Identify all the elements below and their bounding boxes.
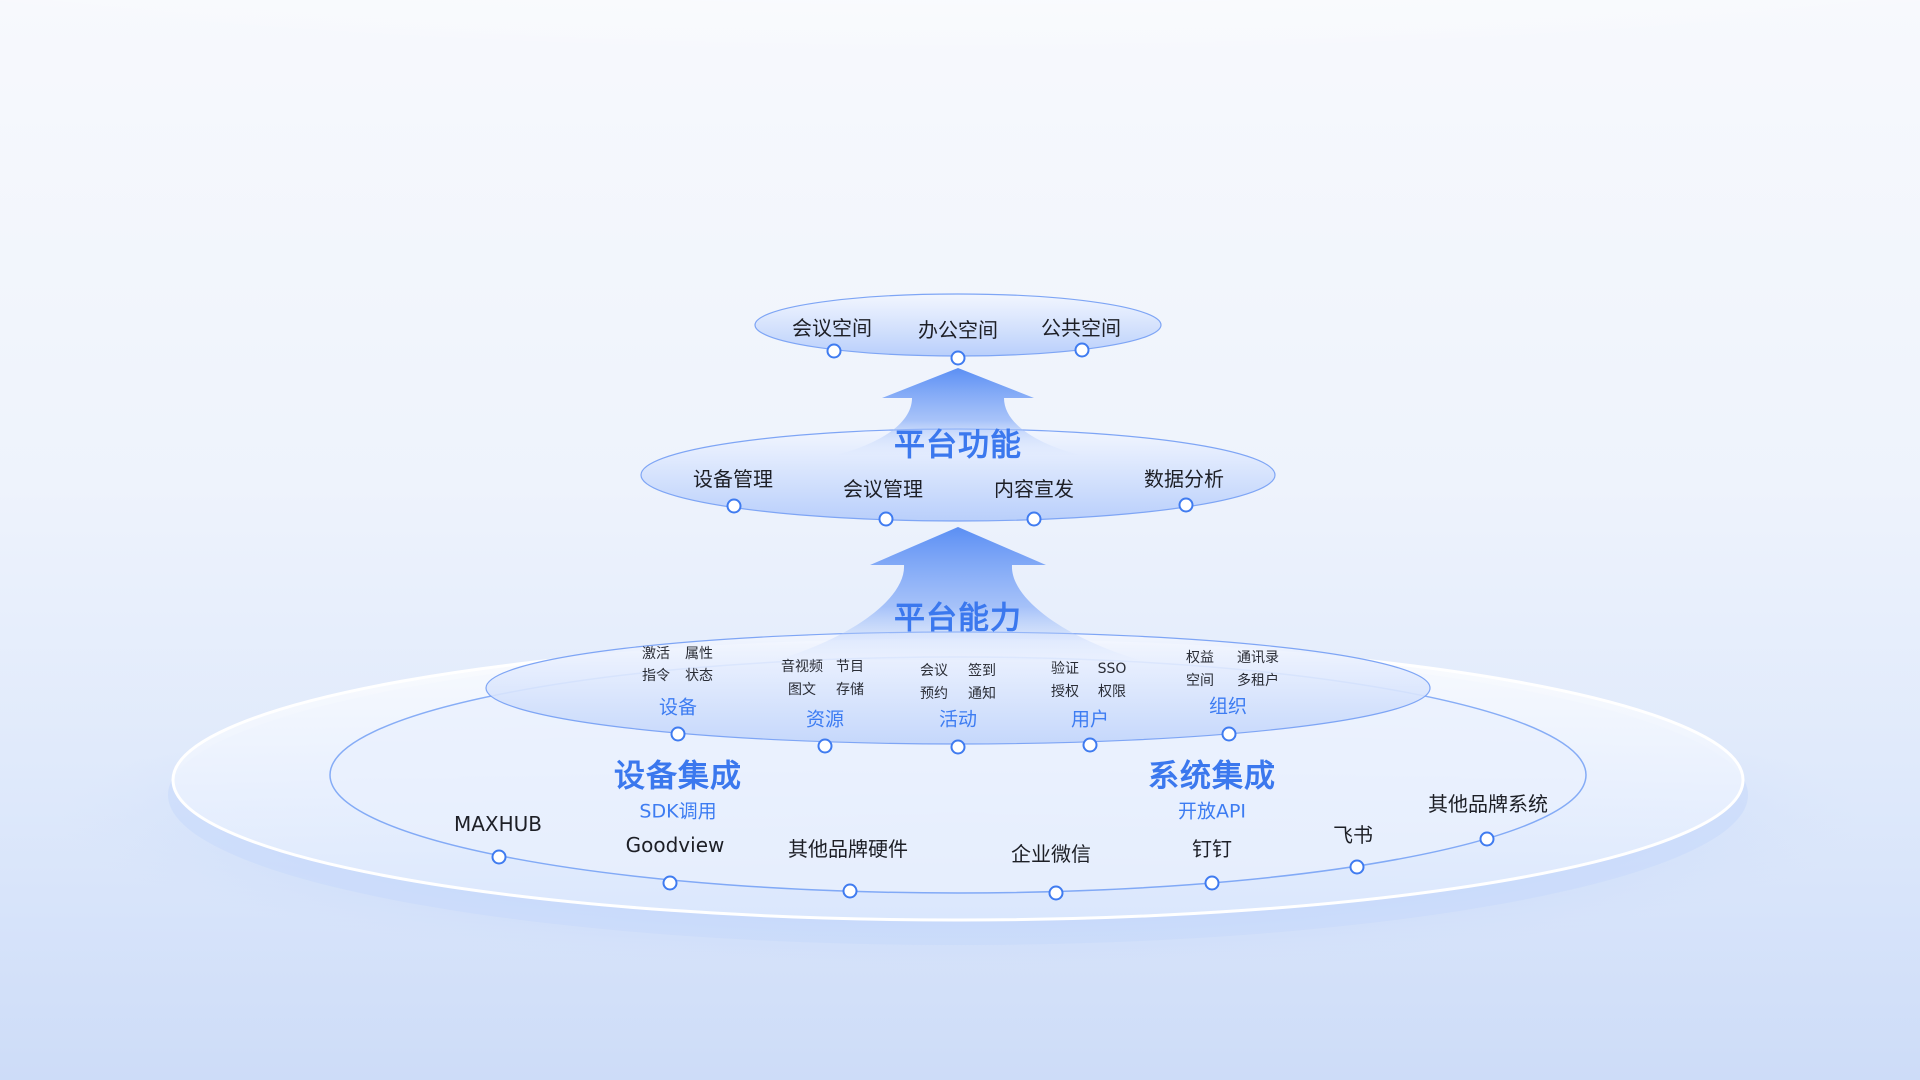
base-item-wecom: 企业微信 [1011,842,1091,866]
capability-group-resource: 资源 [805,708,845,731]
node-dot [842,883,858,899]
capability-sub-property: 属性 [685,646,713,662]
node-dot [826,343,842,359]
capability-sub-booking: 预约 [920,686,948,702]
capability-ring-title: 平台能力 [894,600,1022,637]
node-dot [950,739,966,755]
function-item-content-publishing: 内容宣发 [994,477,1074,501]
base-item-maxhub: MAXHUB [453,812,543,836]
node-dot [491,849,507,865]
capability-sub-command: 指令 [642,668,670,684]
arrow-to-top-ring [836,368,1080,455]
node-dot [878,511,894,527]
capability-sub-activate: 激活 [642,646,670,662]
function-ring-title: 平台功能 [894,427,1022,464]
capability-sub-checkin: 签到 [968,663,996,679]
base-item-goodview: Goodview [625,833,725,857]
capability-sub-permission: 权限 [1098,684,1126,700]
system-integration-title: 系统集成 [1148,758,1276,795]
node-dot [1349,859,1365,875]
top-item-meeting-space: 会议空间 [792,316,872,340]
base-item-dingtalk: 钉钉 [1192,837,1232,861]
capability-sub-notify: 通知 [968,686,996,702]
capability-sub-meeting: 会议 [920,663,948,679]
node-dot [1082,737,1098,753]
node-dot [1048,885,1064,901]
capability-sub-storage: 存储 [836,682,864,698]
capability-group-user: 用户 [1070,708,1110,731]
device-integration-subtitle: SDK调用 [639,800,717,823]
function-item-data-analysis: 数据分析 [1144,467,1224,491]
node-dot [1074,342,1090,358]
capability-sub-program: 节目 [836,659,864,675]
node-dot [726,498,742,514]
node-dot [1204,875,1220,891]
capability-group-organization: 组织 [1208,695,1248,718]
capability-sub-sso: SSO [1097,661,1127,677]
capability-sub-multitenant: 多租户 [1237,673,1279,689]
node-dot [1221,726,1237,742]
capability-sub-audio-video: 音视频 [781,659,823,675]
top-item-office-space: 办公空间 [918,318,998,342]
capability-group-activity: 活动 [938,708,978,731]
system-integration-subtitle: 开放API [1177,800,1247,823]
function-item-device-management: 设备管理 [693,467,773,491]
device-integration-title: 设备集成 [614,758,742,795]
capability-sub-status: 状态 [685,668,713,684]
node-dot [662,875,678,891]
base-item-other-hardware: 其他品牌硬件 [788,837,908,861]
node-dot [1479,831,1495,847]
capability-sub-graphic: 图文 [788,682,816,698]
node-dot [817,738,833,754]
base-item-other-systems: 其他品牌系统 [1428,792,1548,816]
node-dot [1178,497,1194,513]
capability-sub-space: 空间 [1186,673,1214,689]
capability-sub-rights: 权益 [1186,650,1214,666]
top-light-wash [0,0,1920,160]
capability-sub-authorize: 授权 [1051,684,1079,700]
top-item-public-space: 公共空间 [1041,316,1121,340]
node-dot [670,726,686,742]
function-item-meeting-management: 会议管理 [843,477,923,501]
capability-sub-contacts: 通讯录 [1237,650,1279,666]
node-dot [1026,511,1042,527]
node-dot [950,350,966,366]
capability-group-device: 设备 [658,696,698,719]
base-item-feishu: 飞书 [1333,823,1373,847]
capability-sub-verify: 验证 [1051,661,1079,677]
arrow-to-function-ring [776,527,1140,660]
